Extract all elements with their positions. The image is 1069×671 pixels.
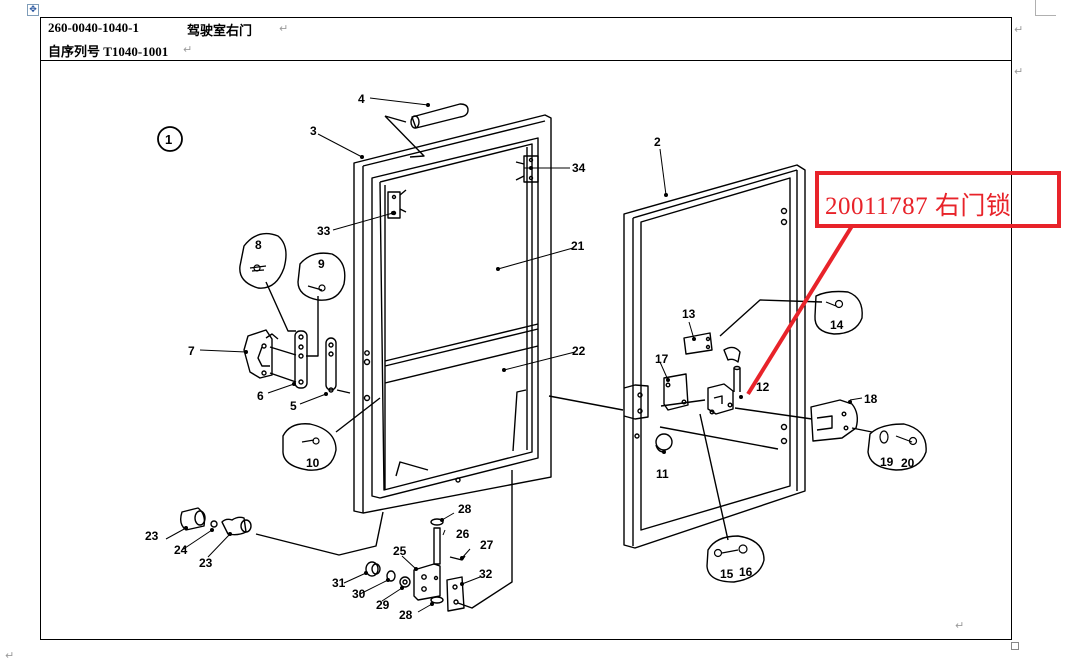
- part-label: 15: [720, 567, 734, 581]
- figure-number: 1: [165, 132, 172, 147]
- part-label: 5: [290, 399, 297, 413]
- part-label: 8: [255, 238, 262, 252]
- part-7-hinge: [243, 329, 279, 379]
- table-resize-handle[interactable]: [1011, 642, 1019, 650]
- document-table: [40, 17, 1012, 640]
- part-label: 27: [480, 538, 494, 552]
- callout-bubble-10: [282, 423, 337, 471]
- callout-bubble-8: [239, 232, 287, 289]
- part-13-bracket: [683, 332, 713, 355]
- part-28-cap: [430, 518, 444, 604]
- part-30-washer: [386, 570, 396, 582]
- part-23-spring: [221, 516, 252, 536]
- part-label: 20: [901, 456, 915, 470]
- part-label: 29: [376, 598, 390, 612]
- part-4-tube: [384, 103, 469, 158]
- part-23-bushing: [179, 507, 206, 531]
- callout-bubble-19-20: [867, 423, 927, 471]
- part-label: 13: [682, 307, 696, 321]
- callout-bubble-14: [814, 290, 863, 335]
- part-15-16-latch: [707, 383, 734, 415]
- part-label: 4: [358, 92, 365, 106]
- part-label: 25: [393, 544, 407, 558]
- part-label: 28: [458, 502, 472, 516]
- paragraph-mark-icon: ↵: [1014, 65, 1024, 78]
- table-header-row: [40, 17, 1012, 61]
- part-26-pin: [433, 527, 441, 565]
- callout-bubble-15-16: [706, 535, 765, 583]
- part-31-bushing: [365, 561, 381, 577]
- figure-number-circle: [157, 126, 183, 152]
- part-label: 33: [317, 224, 331, 238]
- part-label: 24: [174, 543, 188, 557]
- part-label: 22: [572, 344, 586, 358]
- part-callout-text: 20011787 右门锁: [825, 193, 1012, 220]
- part-label: 34: [572, 161, 586, 175]
- part-32-plate: [446, 576, 465, 612]
- part-label: 21: [571, 239, 585, 253]
- page-corner-mark: [1035, 0, 1056, 16]
- part-label: 23: [145, 529, 159, 543]
- part-label: 17: [655, 352, 669, 366]
- door-frame-2: [623, 164, 806, 549]
- part-33-bracket: [387, 189, 407, 219]
- part-label: 19: [880, 455, 894, 469]
- part-12-rod: [723, 346, 741, 392]
- part-label: 7: [188, 344, 195, 358]
- part-label: 3: [310, 124, 317, 138]
- part-callout-box: [815, 171, 1061, 228]
- paragraph-mark-icon: ↵: [955, 619, 965, 632]
- part-label: 11: [656, 467, 669, 481]
- part-29-washer: [399, 576, 411, 588]
- callout-bubble-9: [297, 252, 346, 301]
- part-label: 31: [332, 576, 346, 590]
- table-move-handle-icon[interactable]: ✥: [27, 4, 39, 16]
- part-11-knob: [655, 433, 673, 453]
- part-label: 28: [399, 608, 413, 622]
- paragraph-mark-icon: ↵: [183, 43, 193, 56]
- part-label: 26: [456, 527, 470, 541]
- part-number: 260-0040-1040-1: [48, 20, 139, 35]
- part-6-strap: [294, 330, 308, 389]
- part-label: 14: [830, 318, 844, 332]
- door-frame-3: [353, 114, 552, 514]
- part-label: 2: [654, 135, 661, 149]
- part-24-washer: [210, 520, 218, 528]
- part-18-housing: [810, 399, 859, 442]
- paragraph-mark-icon: ↵: [279, 22, 289, 35]
- part-label: 23: [199, 556, 213, 570]
- part-label: 10: [306, 456, 320, 470]
- part-34-bracket: [515, 155, 539, 183]
- part-label: 32: [479, 567, 493, 581]
- paragraph-mark-icon: ↵: [1014, 23, 1024, 36]
- part-label: 30: [352, 587, 366, 601]
- part-label: 18: [864, 392, 878, 406]
- callout-pointer-line: [746, 224, 854, 396]
- serial-number: 自序列号 T1040-1001: [48, 44, 169, 59]
- part-label: 12: [756, 380, 770, 394]
- part-label: 6: [257, 389, 264, 403]
- paragraph-mark-icon: ↵: [5, 649, 15, 662]
- part-label: 16: [739, 565, 753, 579]
- part-label: 9: [318, 257, 325, 271]
- part-5-strap: [325, 337, 337, 393]
- part-name: 驾驶室右门: [187, 23, 253, 38]
